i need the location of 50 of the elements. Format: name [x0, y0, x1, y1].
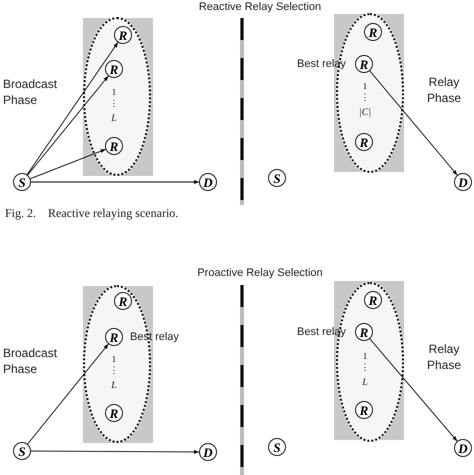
arrow [27, 344, 109, 444]
relay-node-circle: R [355, 133, 373, 151]
relay-node-circle: D [199, 443, 217, 461]
relay-index: L [362, 376, 368, 390]
relay-node-circle: R [105, 404, 123, 422]
ellipsis-mark: ⋮ [360, 91, 370, 104]
relay-node-circle: R [114, 26, 132, 44]
ellipsis-mark: ⋮ [110, 97, 118, 110]
panel-heading: Proactive Relay Selection [197, 266, 323, 281]
relay-index: L [111, 112, 117, 126]
relay-index: 1 [362, 80, 368, 92]
relay-node-circle: R [355, 55, 373, 73]
relay-index: 1 [112, 353, 116, 366]
relay-index: 1 [112, 86, 116, 98]
relay-node-circle: D [454, 173, 472, 191]
arrow [26, 42, 118, 176]
relay-node-circle: R [105, 328, 123, 346]
phase-label: Relay Phase [426, 341, 462, 374]
panel-heading: Reactive Relay Selection [198, 0, 322, 15]
relay-node-circle: S [268, 169, 286, 187]
arrow [30, 148, 106, 180]
relay-node-circle: R [364, 291, 382, 309]
node-caption: Best relay [297, 325, 346, 340]
relay-node-circle: R [355, 401, 373, 419]
relay-index: 1 [362, 350, 368, 362]
relay-node-circle: R [355, 323, 373, 341]
relay-node-circle: D [199, 173, 217, 191]
relay-node-circle: D [454, 439, 472, 457]
relay-node-circle: R [114, 292, 132, 310]
arrow [27, 76, 109, 176]
relay-node-circle: S [13, 442, 31, 460]
phase-label: Relay Phase [426, 74, 462, 106]
arrow [30, 180, 200, 184]
relay-node-circle: R [364, 23, 382, 41]
relay-index: L [111, 379, 117, 392]
relay-node-circle: S [13, 173, 31, 191]
arrow [369, 70, 458, 176]
node-caption: Best relay [130, 330, 179, 345]
relay-index: |C| [358, 106, 372, 120]
ellipsis-mark: ⋮ [360, 361, 370, 374]
ellipsis-mark: ⋮ [110, 364, 118, 376]
relay-node-circle: S [268, 438, 286, 456]
arrow [369, 338, 458, 442]
arrow [30, 450, 200, 454]
relay-node-circle: R [105, 137, 123, 155]
figure-caption: Fig. 2. Reactive relaying scenario. [5, 206, 178, 221]
phase-label: Broadcast Phase [3, 345, 58, 378]
node-caption: Best relay [297, 57, 346, 72]
relay-node-circle: R [105, 60, 123, 78]
phase-label: Broadcast Phase [3, 76, 58, 108]
